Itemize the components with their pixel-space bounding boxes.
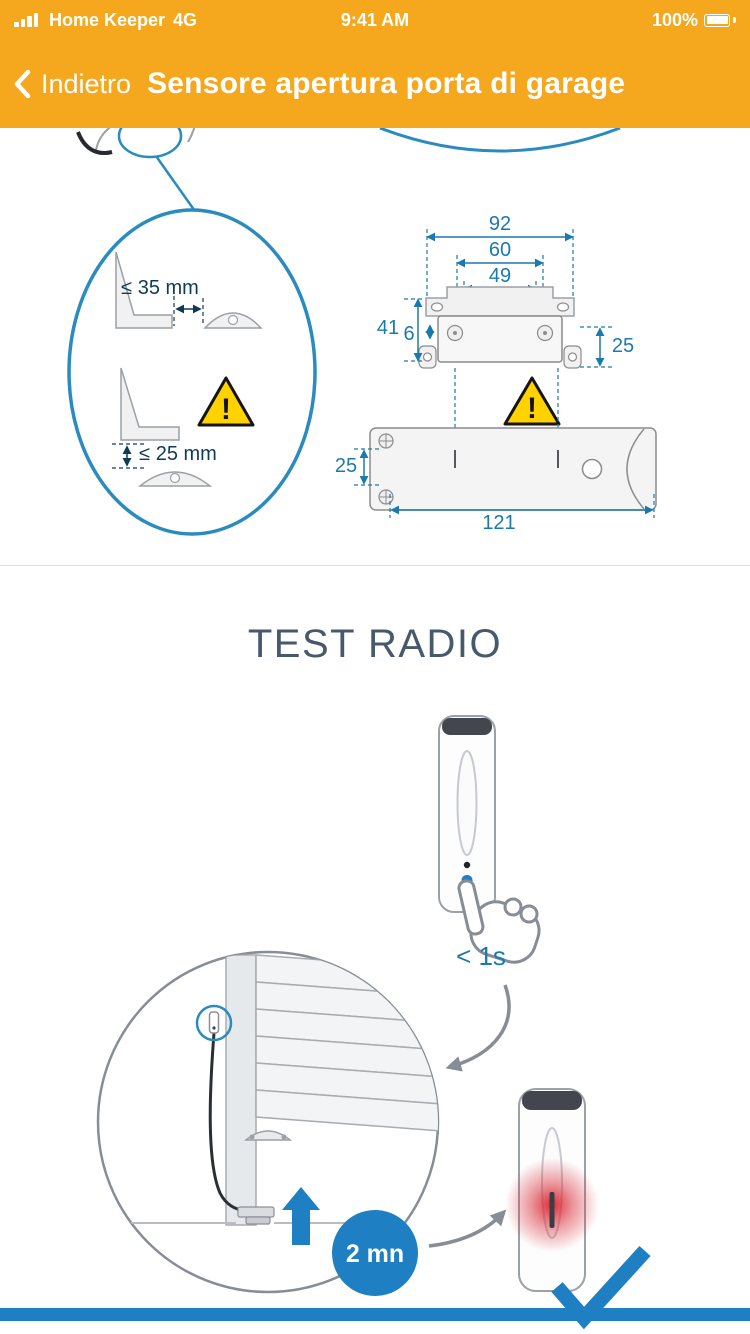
dim-41-label: 41 bbox=[377, 317, 399, 339]
warning-triangle-icon-2: ! bbox=[503, 376, 561, 426]
warning-mark: ! bbox=[221, 393, 231, 426]
network-type-label: 4G bbox=[173, 9, 198, 30]
door-frame-post bbox=[225, 954, 257, 1226]
sensor-cap-2 bbox=[522, 1091, 582, 1110]
dim-25-right-label: 25 bbox=[612, 335, 634, 357]
dim-25-left-label: 25 bbox=[335, 455, 357, 477]
up-arrow-icon bbox=[282, 1187, 320, 1245]
sensor-device bbox=[438, 715, 496, 913]
clearance-bottom-label: ≤ 25 mm bbox=[139, 443, 217, 465]
warning-triangle-icon: ! bbox=[197, 376, 255, 427]
arrow-to-door bbox=[445, 984, 511, 1072]
dim-60-label: 60 bbox=[489, 239, 511, 261]
check-icon bbox=[551, 1245, 651, 1330]
sensor-dimensions-drawing: 92 60 49 41 6 25 bbox=[335, 213, 657, 534]
chevron-left-icon bbox=[14, 69, 31, 99]
dim-121-label: 121 bbox=[482, 512, 515, 534]
garage-door-illustration bbox=[96, 950, 440, 1294]
dim-6-label: 6 bbox=[403, 323, 414, 345]
clearance-top-label: ≤ 35 mm bbox=[121, 277, 199, 299]
dim-49-label: 49 bbox=[489, 265, 511, 287]
wait-duration-badge: 2 mn bbox=[332, 1210, 418, 1296]
battery-nub bbox=[733, 17, 736, 23]
press-duration-label: < 1s bbox=[456, 941, 506, 971]
battery-icon bbox=[704, 13, 730, 27]
page-title: Sensore apertura porta di garage bbox=[147, 67, 626, 100]
dim-92-label: 92 bbox=[489, 213, 511, 235]
signal-strength-icon bbox=[14, 13, 38, 27]
zoom-circle-arc bbox=[379, 128, 621, 153]
mounted-sensor bbox=[208, 1011, 220, 1034]
door-slats bbox=[255, 954, 438, 1132]
hand-press-icon bbox=[457, 879, 541, 964]
sensor-cap bbox=[442, 718, 492, 735]
warning-mark-2: ! bbox=[527, 392, 537, 425]
bottom-bar bbox=[0, 1308, 750, 1321]
test-radio-illustration: < 1s bbox=[96, 715, 651, 1330]
installation-diagram: ≤ 35 mm ≤ 25 mm ! 92 60 49 bbox=[67, 128, 657, 536]
floor-magnet bbox=[237, 1206, 275, 1218]
clearance-detail-bubble: ≤ 35 mm ≤ 25 mm ! bbox=[67, 208, 317, 536]
bracket-profile-bottom bbox=[120, 367, 180, 441]
section-heading: TEST RADIO bbox=[247, 622, 503, 666]
sensor-led bbox=[463, 861, 471, 869]
back-button[interactable]: Indietro bbox=[12, 68, 131, 100]
back-label: Indietro bbox=[41, 68, 132, 99]
sensor-highlight-ring bbox=[195, 1004, 233, 1042]
wait-duration-label: 2 mn bbox=[346, 1240, 404, 1268]
navigation-bar: Indietro Sensore apertura porta di garag… bbox=[0, 40, 750, 128]
carrier-label: Home Keeper bbox=[49, 9, 166, 30]
sensor-cable bbox=[208, 1032, 245, 1212]
section-divider bbox=[0, 565, 750, 566]
bracket-profile-top bbox=[115, 251, 173, 329]
sensor-partial-top bbox=[76, 128, 199, 215]
status-bar: Home Keeper 4G 9:41 AM 100% bbox=[0, 0, 750, 40]
battery-percent-label: 100% bbox=[651, 9, 698, 30]
arrow-to-led-sensor bbox=[428, 1209, 507, 1248]
sensor-led-feedback bbox=[505, 1088, 599, 1292]
